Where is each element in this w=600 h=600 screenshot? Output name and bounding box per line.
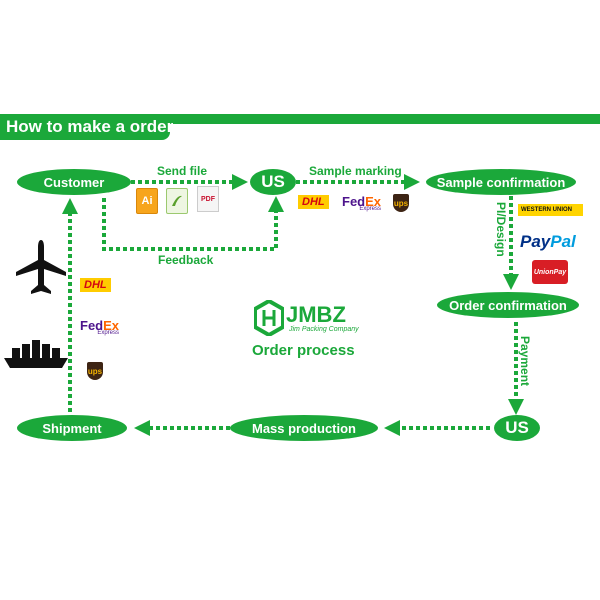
label-sample-marking: Sample marking	[309, 164, 402, 178]
brand-tagline: Jim Packing Company	[289, 326, 359, 333]
western-union-logo: WESTERN UNION	[518, 204, 583, 216]
unionpay-logo: UnionPay	[532, 260, 568, 284]
pdf-label: PDF	[201, 195, 215, 203]
node-order-confirmation: Order confirmation	[437, 292, 579, 318]
node-mass-production: Mass production	[230, 415, 378, 441]
section-header: How to make a order	[0, 114, 600, 144]
paypal-logo: PayPal	[520, 232, 576, 251]
node-us-bottom: US	[494, 415, 540, 441]
dhl-logo-left: DHL	[80, 278, 111, 292]
ups-logo-top: ups	[393, 194, 409, 212]
node-shipment: Shipment	[17, 415, 127, 441]
label-payment: Payment	[518, 336, 532, 387]
header-rule	[160, 114, 600, 124]
node-customer: Customer	[17, 169, 131, 195]
airplane-icon	[16, 240, 66, 294]
fedex-logo-top: FedEx Express	[342, 194, 382, 212]
header-tab: How to make a order	[0, 114, 174, 140]
label-send-file: Send file	[157, 164, 208, 178]
cargo-ship-icon	[4, 340, 68, 368]
label-pi-design: PI/Design	[494, 202, 508, 257]
arrow-feedback	[102, 196, 284, 251]
ai-file-icon: Ai	[136, 188, 158, 214]
node-sample-confirmation: Sample confirmation	[426, 169, 576, 195]
order-process-title: Order process	[252, 342, 355, 359]
coreldraw-file-icon	[166, 188, 188, 214]
page-title: How to make a order	[6, 117, 174, 136]
label-feedback: Feedback	[158, 253, 214, 267]
pdf-file-icon: PDF	[197, 186, 219, 212]
node-us-top: US	[250, 169, 296, 195]
ups-logo-left: ups	[87, 362, 103, 380]
fedex-logo-left: FedEx Express	[80, 318, 120, 336]
dhl-logo-top: DHL	[298, 195, 329, 209]
brand-name: JMBZ	[286, 302, 346, 327]
jmbz-logo-icon	[254, 300, 284, 336]
